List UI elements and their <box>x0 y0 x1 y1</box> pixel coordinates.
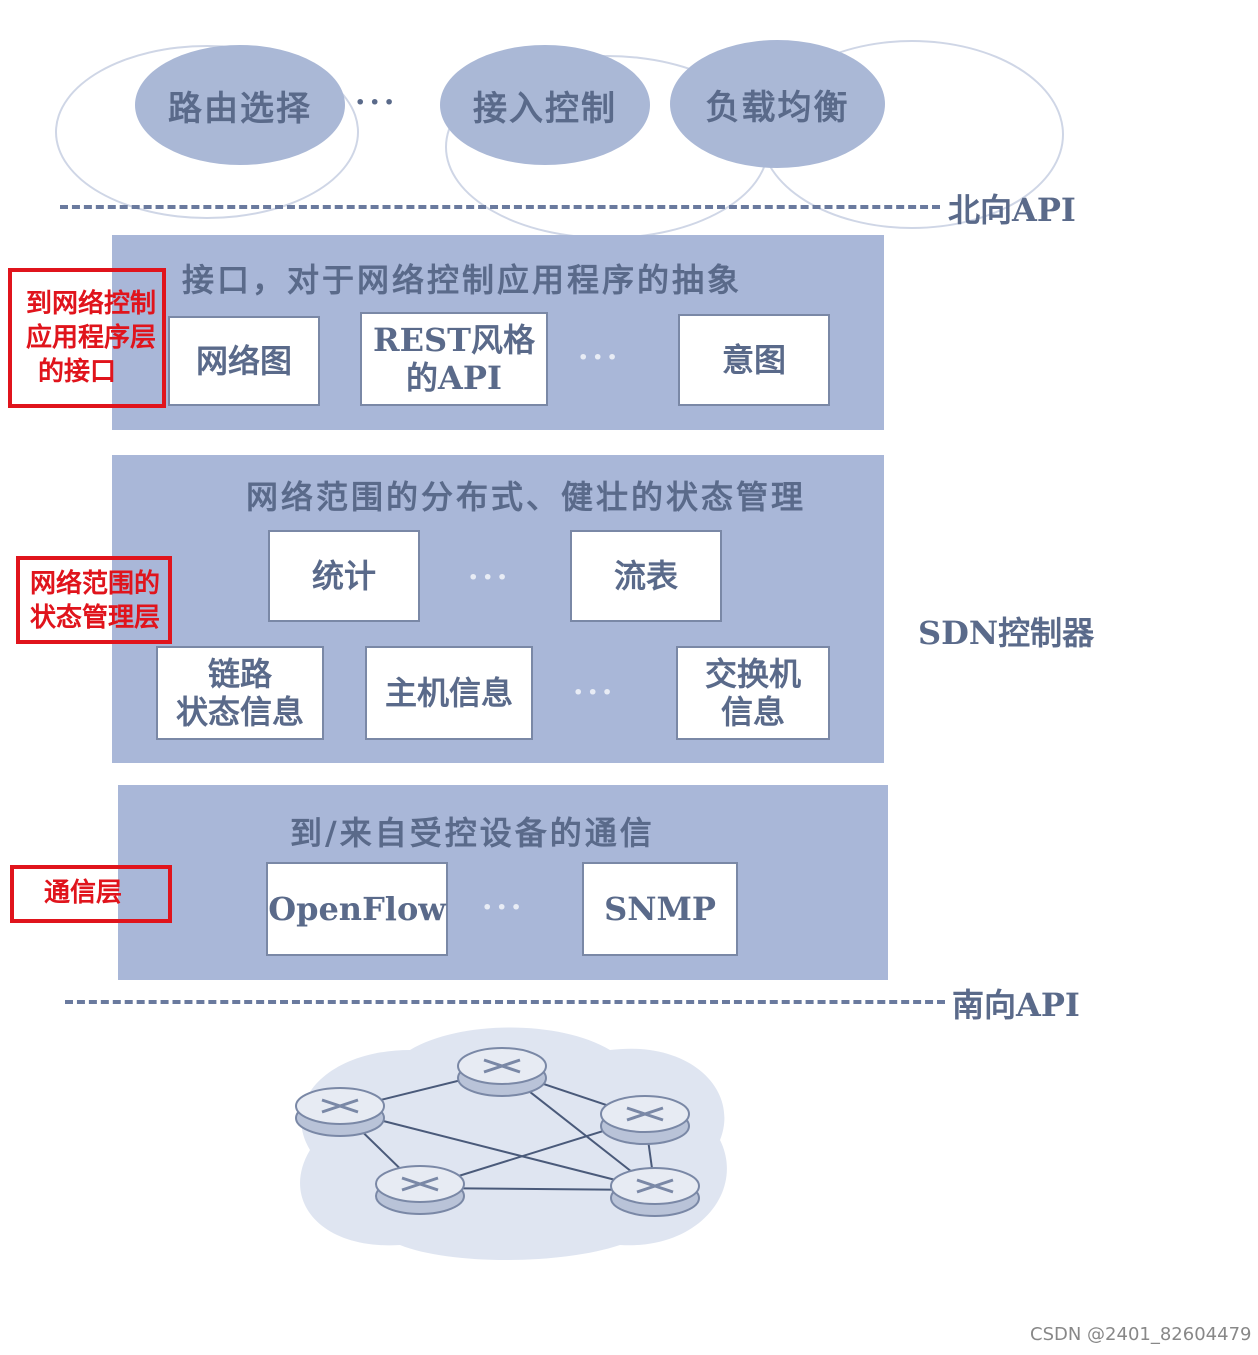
box-host-info-label: 主机信息 <box>384 673 513 712</box>
box-rest-api: REST风格的API <box>360 312 548 406</box>
southbound-dashed-line <box>65 1000 945 1004</box>
box-stats: 统计 <box>268 530 420 622</box>
router-icon <box>375 1165 465 1215</box>
annotation-interface-line2: 应用程序层 <box>26 322 157 353</box>
box-openflow: OpenFlow <box>266 862 448 956</box>
sdn-controller-label: SDN控制器 <box>918 614 1095 652</box>
box-switch-info: 交换机信息 <box>676 646 830 740</box>
box-openflow-label: OpenFlow <box>268 889 446 928</box>
state-ellipsis-bottom: ··· <box>573 675 617 710</box>
northbound-api-label: 北向API <box>948 191 1076 229</box>
router-icon <box>295 1087 385 1137</box>
link-line1: 链路 <box>207 654 272 693</box>
box-network-graph-label: 网络图 <box>195 341 292 380</box>
router-icon <box>610 1167 700 1217</box>
annotation-state-line1: 网络范围的 <box>30 569 161 599</box>
state-layer-title: 网络范围的分布式、健壮的状态管理 <box>246 478 807 516</box>
box-host-info: 主机信息 <box>365 646 533 740</box>
app-routing-label: 路由选择 <box>168 88 312 129</box>
router-icon <box>457 1047 547 1097</box>
annotation-interface-line3: 的接口 <box>38 356 117 387</box>
link-5 <box>339 1109 656 1191</box>
box-link-state: 链路状态信息 <box>156 646 324 740</box>
interface-ellipsis: ··· <box>578 340 622 375</box>
annotation-interface-layer: 到网络控制 应用程序层 的接口 <box>8 268 166 408</box>
comm-layer <box>118 785 888 980</box>
link-line2: 状态信息 <box>175 693 304 731</box>
box-link-state-label: 链路状态信息 <box>176 655 304 732</box>
app-load-balancing: 负载均衡 <box>670 40 885 168</box>
watermark: CSDN @2401_82604479 <box>1030 1324 1252 1345</box>
annotation-interface-line1: 到网络控制 <box>26 289 157 319</box>
box-flow-table: 流表 <box>570 530 722 622</box>
box-snmp: SNMP <box>582 862 738 956</box>
annotation-comm-layer: 通信层 <box>10 865 172 923</box>
box-intent: 意图 <box>678 314 830 406</box>
box-rest-api-label: REST风格的API <box>373 321 535 398</box>
rest-line1: REST风格 <box>373 320 535 359</box>
southbound-api-label: 南向API <box>952 986 1080 1024</box>
switch-line1: 交换机 <box>704 654 801 693</box>
app-load-balancing-label: 负载均衡 <box>705 87 850 128</box>
box-switch-info-label: 交换机信息 <box>705 655 801 732</box>
app-access-control-label: 接入控制 <box>473 88 617 129</box>
annotation-state-layer: 网络范围的 状态管理层 <box>16 556 172 644</box>
comm-ellipsis: ··· <box>482 890 526 925</box>
app-outline-left <box>55 45 359 219</box>
app-access-control: 接入控制 <box>440 45 650 165</box>
box-network-graph: 网络图 <box>168 316 320 406</box>
network-cloud <box>295 1027 727 1260</box>
annotation-comm-line1: 通信层 <box>44 878 123 908</box>
state-ellipsis-top: ··· <box>468 560 512 595</box>
router-icon <box>600 1095 690 1145</box>
annotation-state-line2: 状态管理层 <box>30 602 161 633</box>
app-routing: 路由选择 <box>135 45 345 165</box>
app-ellipsis: ··· <box>355 85 399 120</box>
rest-line2: 的API <box>406 359 502 397</box>
switch-line2: 信息 <box>720 693 785 731</box>
box-snmp-label: SNMP <box>604 889 716 928</box>
box-stats-label: 统计 <box>311 556 376 595</box>
interface-layer-title: 接口，对于网络控制应用程序的抽象 <box>182 261 743 299</box>
box-flow-table-label: 流表 <box>613 556 678 595</box>
comm-layer-title: 到/来自受控设备的通信 <box>290 814 655 852</box>
box-intent-label: 意图 <box>721 340 786 379</box>
northbound-dashed-line <box>60 205 940 209</box>
